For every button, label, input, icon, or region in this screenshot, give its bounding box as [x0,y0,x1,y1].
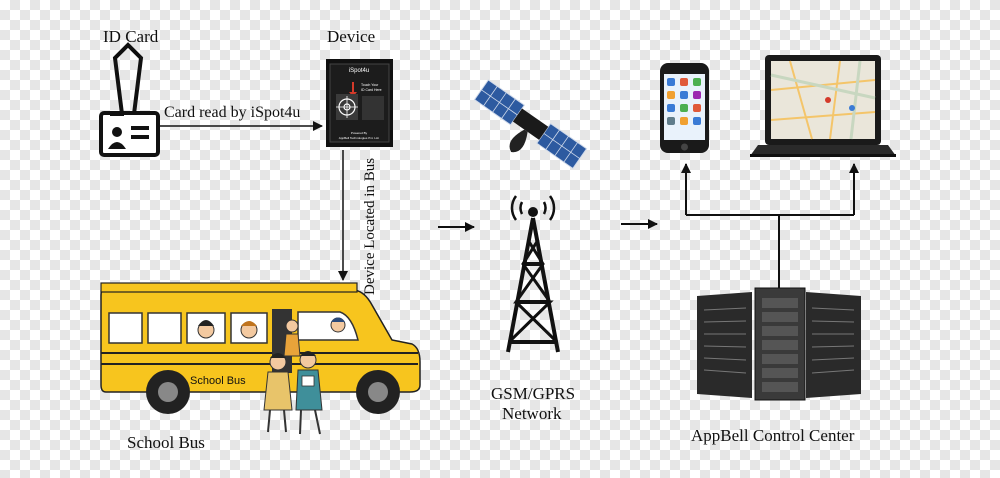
device-footer-1: Powered By [351,131,368,135]
id-card-icon [99,42,160,157]
school-bus-label: School Bus [127,433,205,452]
gsm-label-line2: Network [502,404,562,423]
id-card-label: ID Card [103,27,159,46]
bus-side-text: School Bus [190,375,246,387]
tower-icon [506,195,560,353]
device-prompt-2: ID Card Here [361,88,382,92]
device-footer-2: AppBell Technologies Pvt. Ltd. [339,136,380,140]
card-read-label: Card read by iSpot4u [164,104,301,121]
device-prompt-1: Touch Your [361,83,379,87]
school-bus-icon: School Bus [100,282,421,435]
satellite-icon [473,79,588,170]
device-label: Device [327,27,376,46]
laptop-icon [750,55,896,157]
smartphone-icon [660,63,709,153]
center-connector [681,163,859,290]
device-brand: iSpot4u [349,68,369,74]
control-center-label: AppBell Control Center [691,426,855,445]
students-illustration [263,319,323,435]
ispot-device-icon: iSpot4u Touch Your ID Card Here Powered … [326,59,393,147]
device-located-label: Device Located in Bus [362,157,378,295]
gsm-label-line1: GSM/GPRS [491,384,576,403]
server-rack-icon [697,287,861,401]
